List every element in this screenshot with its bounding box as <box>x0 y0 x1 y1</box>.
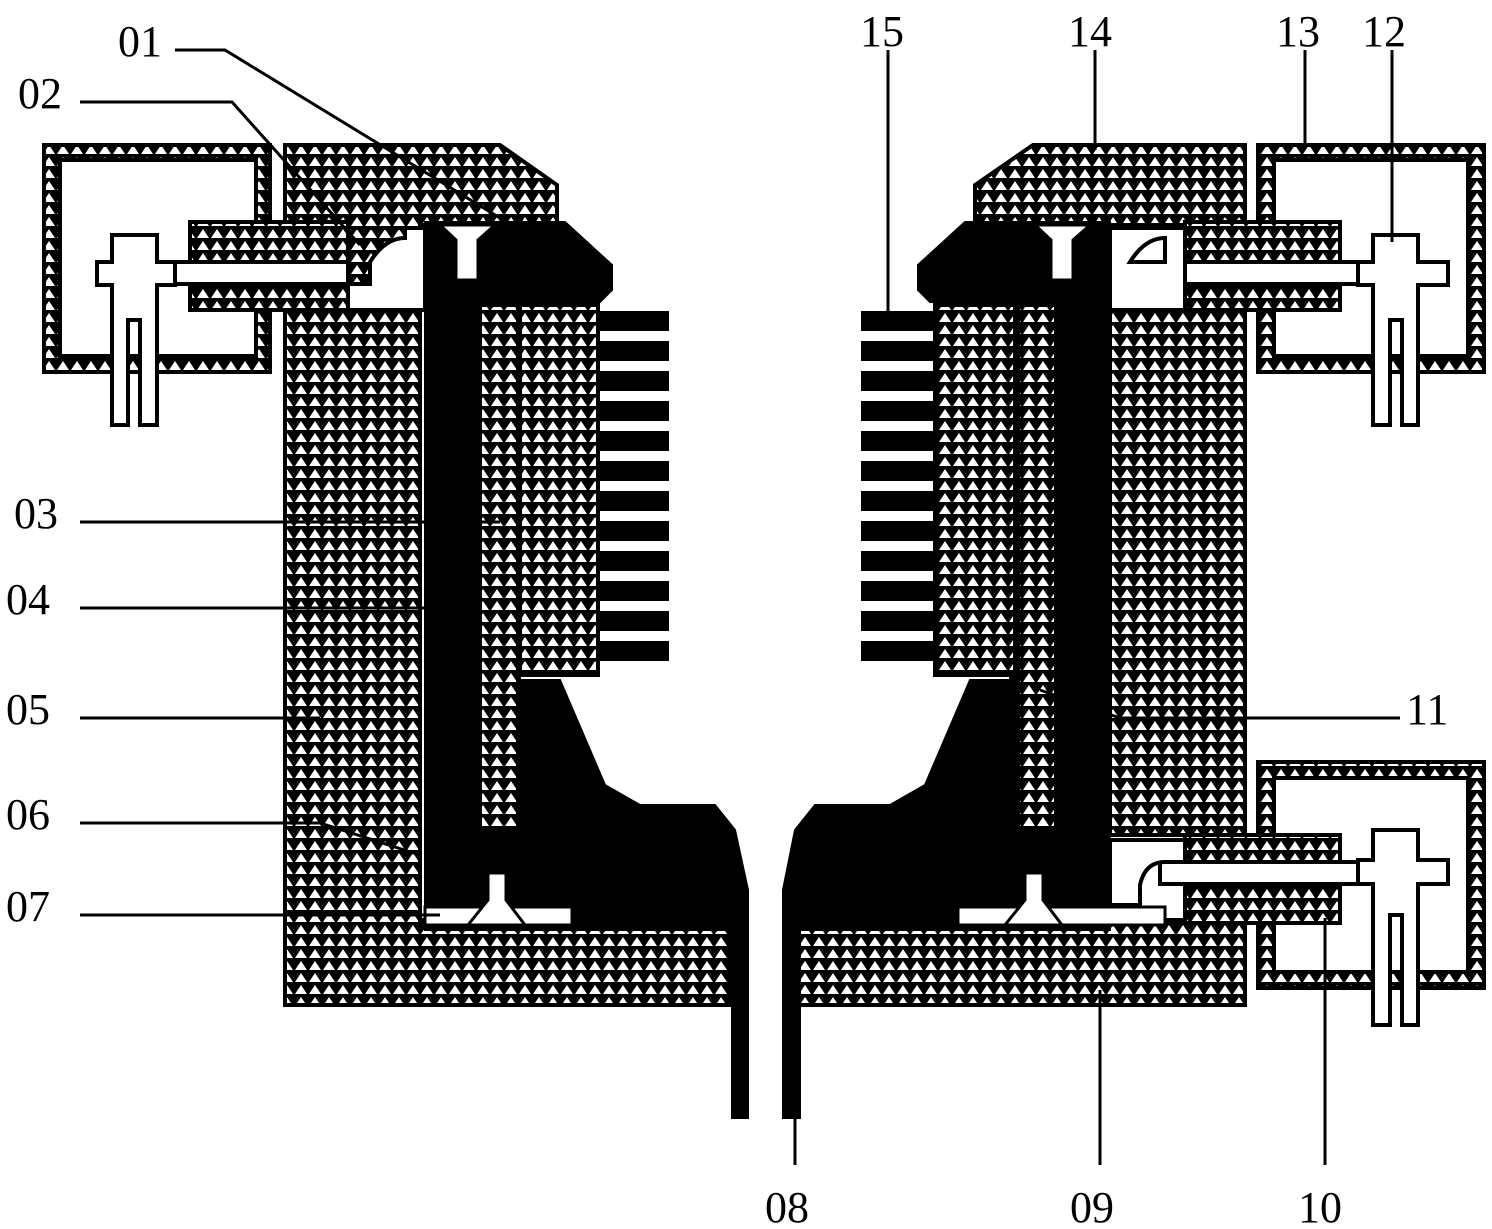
right-column-insulation <box>1016 303 1058 830</box>
label-08: 08 <box>765 1183 809 1229</box>
right-heat-sink-fins <box>861 303 1017 677</box>
right-bottom-screw-head <box>1001 871 1066 927</box>
label-14: 14 <box>1068 7 1112 56</box>
label-07: 07 <box>6 882 50 931</box>
left-top-screw <box>436 223 499 282</box>
left-heat-sink-fins <box>518 303 669 677</box>
label-09: 09 <box>1070 1183 1114 1229</box>
label-06: 06 <box>6 790 50 839</box>
leader-06 <box>80 821 421 857</box>
right-top-housing <box>973 143 1247 227</box>
right-bottom-housing <box>793 918 1247 1007</box>
left-bottom-screw-head <box>464 871 529 927</box>
label-05: 05 <box>6 685 50 734</box>
label-15: 15 <box>860 7 904 56</box>
leader-02 <box>80 100 362 247</box>
right-assembly <box>782 143 1486 1119</box>
label-03: 03 <box>14 489 58 538</box>
label-02: 02 <box>18 69 62 118</box>
left-assembly <box>42 143 749 1119</box>
label-10: 10 <box>1298 1183 1342 1229</box>
leader-lines <box>80 48 1400 1165</box>
left-terminal-box <box>42 143 272 374</box>
left-connector <box>95 233 177 427</box>
right-housing-wall <box>1108 308 1247 837</box>
right-top-screw <box>1031 223 1094 282</box>
right-bottom-bus-bend <box>1108 838 1187 907</box>
leader-11 <box>1039 688 1400 720</box>
left-bus-bar <box>156 260 350 286</box>
right-bottom-connector <box>1356 828 1450 1027</box>
label-01: 01 <box>118 17 162 66</box>
right-top-bus-bend <box>1108 226 1187 312</box>
label-13: 13 <box>1276 7 1320 56</box>
left-column-insulation <box>478 303 520 830</box>
label-12: 12 <box>1362 7 1406 56</box>
leader-01 <box>175 48 501 220</box>
right-top-bus-bar <box>1183 260 1377 286</box>
left-bus-bend <box>346 226 427 312</box>
right-top-connector <box>1356 233 1450 427</box>
label-11: 11 <box>1406 685 1448 734</box>
part-labels: 01 02 03 04 05 06 07 08 09 10 11 12 13 1… <box>6 7 1448 1229</box>
right-bottom-bus-bar <box>1158 860 1362 886</box>
label-04: 04 <box>6 575 50 624</box>
